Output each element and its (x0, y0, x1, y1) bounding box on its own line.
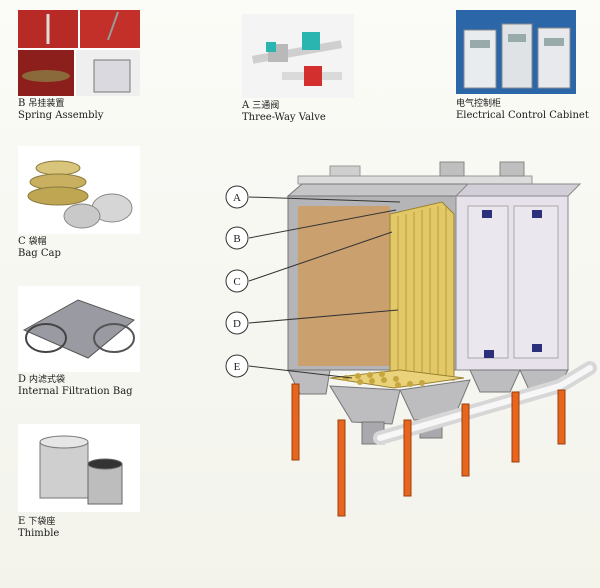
control-cabinet-photo (456, 10, 576, 94)
callout-e (225, 354, 249, 378)
spring-assembly-photo (18, 10, 140, 96)
callout-c-label: C (233, 276, 240, 288)
filter-bag-icon (22, 299, 135, 359)
callout-d-label: D (233, 318, 241, 330)
cap-letter: C (18, 236, 26, 247)
return-pipe (373, 361, 597, 445)
bag-cap-photo (18, 146, 140, 234)
cabinet-en: Electrical Control Cabinet (456, 110, 589, 121)
support-legs (291, 383, 566, 517)
bag-letter: D (18, 374, 27, 385)
valve-letter: A (242, 100, 250, 111)
spring-zh: 吊挂装置 (28, 99, 65, 109)
spring-en: Spring Assembly (18, 110, 104, 121)
callout-a (225, 185, 249, 209)
callout-b-label: B (233, 233, 240, 245)
callout-a-label: A (233, 192, 241, 204)
thimble-plate (329, 369, 465, 389)
thimble-photo (18, 424, 140, 512)
callout-markers: A B C D E (225, 185, 249, 378)
spring-assembly-icon (18, 10, 140, 96)
callout-b (225, 226, 249, 250)
callout-d (225, 311, 249, 335)
control-cabinet-icon (456, 10, 576, 94)
top-rail (297, 161, 533, 185)
thimble-icon (39, 435, 123, 505)
cap-en: Bag Cap (18, 248, 61, 259)
callout-c (225, 269, 249, 293)
cabinet-zh: 电气控制柜 (456, 99, 502, 109)
bag-zh: 内滤式袋 (29, 375, 66, 385)
callout-leaders (248, 196, 401, 379)
thimble-zh: 下袋座 (28, 517, 56, 527)
cap-zh: 袋帽 (28, 237, 47, 247)
bag-cap-icon (27, 160, 133, 229)
valve-en: Three-Way Valve (242, 112, 326, 123)
thimble-en: Thimble (18, 528, 60, 539)
filter-bag-bundle (389, 201, 455, 381)
three-way-valve-photo (242, 14, 354, 98)
thimble-letter: E (18, 516, 26, 527)
valve-zh: 三通阀 (252, 101, 280, 111)
bag-en: Internal Filtration Bag (18, 386, 133, 397)
callout-e-label: E (234, 361, 241, 373)
filter-bag-photo (18, 286, 140, 372)
spring-letter: B (18, 98, 26, 109)
three-way-valve-icon (251, 32, 343, 86)
